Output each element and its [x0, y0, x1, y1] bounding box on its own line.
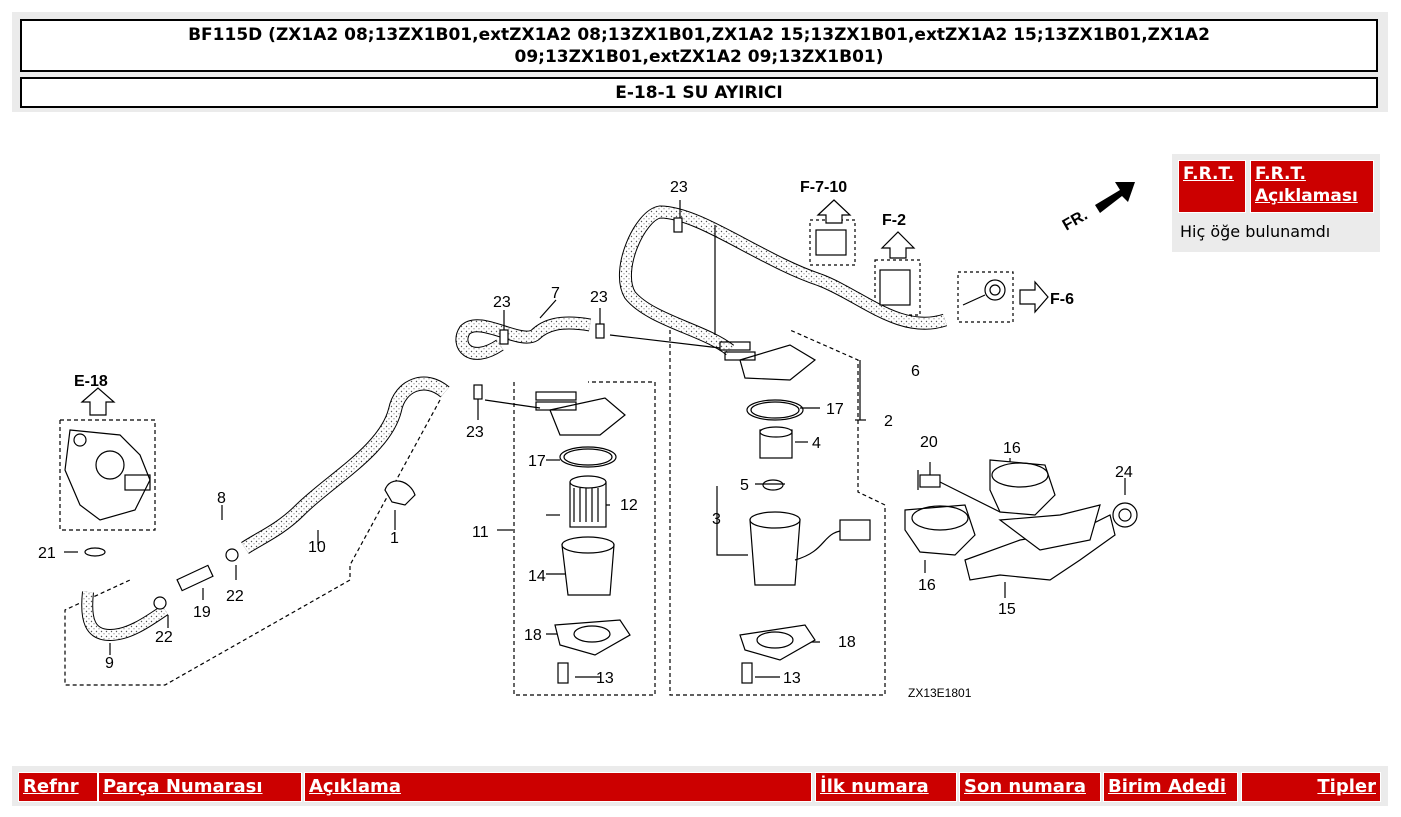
callout-22a: 22: [155, 629, 173, 646]
callout-16a: 16: [1003, 440, 1021, 457]
callout-13b: 13: [783, 670, 801, 687]
parts-diagram: FR. E-18 F-7-10 F-2 F-6 ZX13E1801 1 2 3 …: [0, 120, 1160, 720]
header-panel: BF115D (ZX1A2 08;13ZX1B01,extZX1A2 08;13…: [12, 12, 1388, 112]
callout-1: 1: [390, 530, 399, 547]
column-part-number[interactable]: Parça Numarası: [98, 772, 302, 802]
callout-23c: 23: [590, 289, 608, 306]
callout-21: 21: [38, 545, 56, 562]
callout-13a: 13: [596, 670, 614, 687]
ref-f6: F-6: [1050, 291, 1074, 308]
frt-panel: F.R.T. F.R.T. Açıklaması Hiç öğe bulunam…: [1172, 154, 1380, 252]
callout-4: 4: [812, 435, 821, 452]
frt-description-column-header[interactable]: F.R.T. Açıklaması: [1250, 160, 1374, 213]
ref-fr: FR.: [1060, 207, 1091, 235]
callout-14: 14: [528, 568, 546, 585]
callout-17a: 17: [528, 453, 546, 470]
column-types[interactable]: Tipler: [1241, 772, 1381, 802]
fr-arrow-icon: [1095, 182, 1135, 213]
callout-18a: 18: [524, 627, 542, 644]
callout-11: 11: [472, 524, 489, 541]
callout-6: 6: [911, 363, 920, 380]
callout-19: 19: [193, 604, 211, 621]
page-title: BF115D (ZX1A2 08;13ZX1B01,extZX1A2 08;13…: [20, 19, 1378, 72]
diagram-code: ZX13E1801: [908, 686, 972, 700]
parts-diagram-svg: FR. E-18 F-7-10 F-2 F-6 ZX13E1801 1 2 3 …: [38, 179, 1138, 700]
callout-5: 5: [740, 477, 749, 494]
callout-16b: 16: [918, 577, 936, 594]
callout-17b: 17: [826, 401, 844, 418]
callout-2: 2: [884, 413, 893, 430]
callout-20: 20: [920, 434, 938, 451]
callout-22b: 22: [226, 588, 244, 605]
page-subtitle: E-18-1 SU AYIRICI: [20, 77, 1378, 108]
column-refnr[interactable]: Refnr: [18, 772, 98, 802]
column-description[interactable]: Açıklama: [304, 772, 812, 802]
callout-3: 3: [712, 511, 721, 528]
callout-18b: 18: [838, 634, 856, 651]
callout-23b: 23: [493, 294, 511, 311]
ref-f710: F-7-10: [800, 179, 847, 196]
callout-15: 15: [998, 601, 1016, 618]
parts-table-header: Refnr Parça Numarası Açıklama İlk numara…: [12, 766, 1388, 806]
ref-f2: F-2: [882, 212, 906, 229]
callout-12: 12: [620, 497, 638, 514]
ref-e18: E-18: [74, 373, 108, 390]
frt-empty-message: Hiç öğe bulunamdı: [1180, 222, 1331, 241]
callout-7: 7: [551, 285, 560, 302]
column-unit-qty[interactable]: Birim Adedi: [1103, 772, 1238, 802]
column-last-number[interactable]: Son numara: [959, 772, 1101, 802]
callout-10: 10: [308, 539, 326, 556]
callout-9: 9: [105, 655, 114, 672]
callout-24: 24: [1115, 464, 1133, 481]
callout-23d: 23: [466, 424, 484, 441]
callout-23a: 23: [670, 179, 688, 196]
frt-column-header[interactable]: F.R.T.: [1178, 160, 1246, 213]
callout-8: 8: [217, 490, 226, 507]
column-first-number[interactable]: İlk numara: [815, 772, 957, 802]
